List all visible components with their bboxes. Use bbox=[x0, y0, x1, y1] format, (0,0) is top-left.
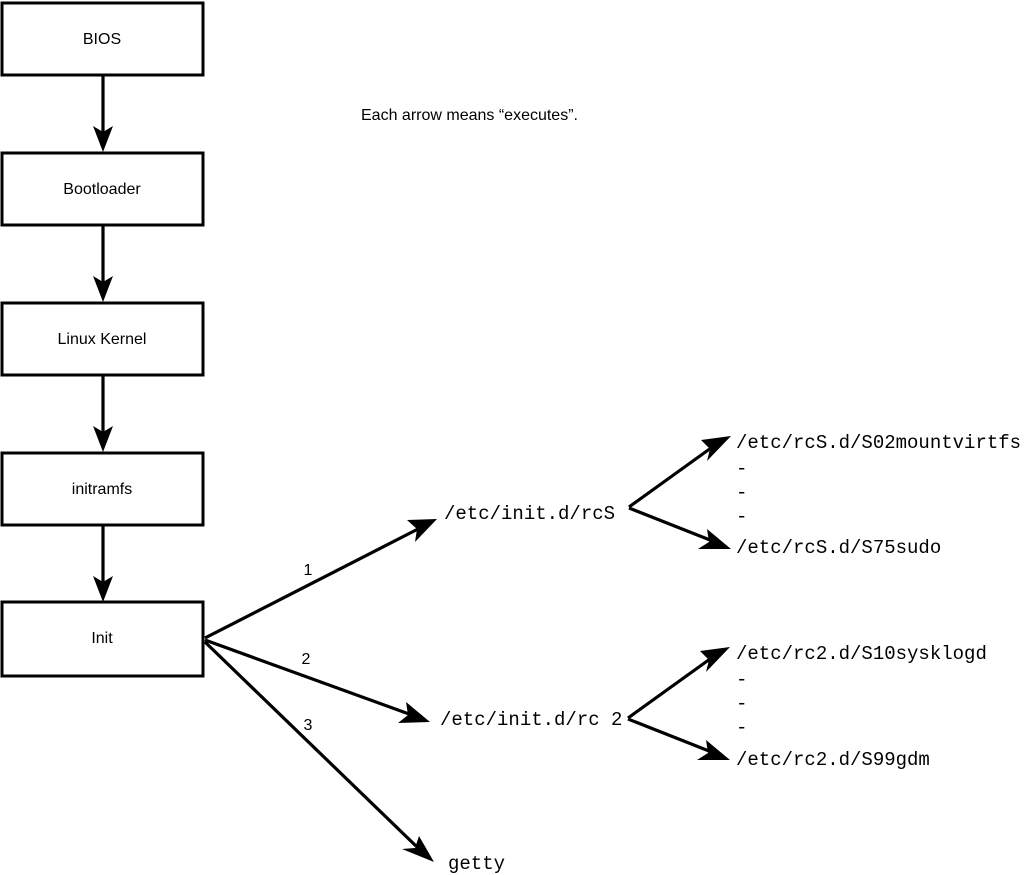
arrowhead-icon bbox=[697, 740, 730, 760]
fanout-rc2 bbox=[627, 647, 730, 760]
arrowhead-icon bbox=[93, 276, 113, 302]
branch-1-init-to-rcs: 1 bbox=[204, 519, 437, 640]
arrowhead-icon bbox=[701, 436, 731, 461]
arrow-kernel-to-initramfs bbox=[93, 375, 113, 452]
rc2-script-label: /etc/init.d/rc 2 bbox=[440, 709, 622, 731]
arrowhead-icon bbox=[698, 529, 731, 549]
branch-2-init-to-rc2: 2 bbox=[204, 638, 430, 723]
rcs-ellipsis-dash-2: - bbox=[736, 482, 747, 504]
node-kernel[interactable]: Linux Kernel bbox=[0, 301, 205, 377]
branch-3-init-to-getty: 3 bbox=[203, 640, 434, 862]
arrowhead-icon bbox=[93, 126, 113, 152]
diagram-caption: Each arrow means “executes”. bbox=[361, 107, 578, 124]
rcs-ellipsis-dash-3: - bbox=[736, 506, 747, 528]
arrowhead-icon bbox=[407, 519, 437, 542]
initramfs-box[interactable] bbox=[0, 451, 205, 527]
getty-label: getty bbox=[448, 853, 505, 875]
node-bios[interactable]: BIOS bbox=[0, 1, 205, 77]
fanout-rcs bbox=[628, 436, 731, 549]
rc2-ellipsis-dash-1: - bbox=[736, 669, 747, 691]
rcs-ellipsis-dash-1: - bbox=[736, 458, 747, 480]
rcs-first-script: /etc/rcS.d/S02mountvirtfs bbox=[736, 432, 1021, 454]
init-box[interactable] bbox=[0, 600, 205, 678]
arrowhead-icon bbox=[398, 702, 430, 723]
bios-label: BIOS bbox=[83, 31, 121, 48]
rcs-script-label: /etc/init.d/rcS bbox=[444, 503, 615, 525]
rc2-ellipsis-dash-2: - bbox=[736, 693, 747, 715]
arrowhead-icon bbox=[93, 426, 113, 452]
arrow-bios-to-bootloader bbox=[93, 75, 113, 152]
rc2-last-script: /etc/rc2.d/S99gdm bbox=[736, 749, 930, 771]
branch-number-2: 2 bbox=[302, 651, 311, 668]
node-init[interactable]: Init bbox=[0, 600, 205, 678]
arrow-bootloader-to-kernel bbox=[93, 225, 113, 302]
rc2-first-script: /etc/rc2.d/S10sysklogd bbox=[736, 643, 987, 665]
rc2-ellipsis-dash-3: - bbox=[736, 717, 747, 739]
initramfs-label: initramfs bbox=[72, 481, 132, 498]
node-initramfs[interactable]: initramfs bbox=[0, 451, 205, 527]
arrow-initramfs-to-init bbox=[93, 525, 113, 602]
bootloader-box[interactable] bbox=[0, 151, 205, 227]
branch-number-1: 1 bbox=[304, 562, 313, 579]
bios-box[interactable] bbox=[0, 1, 205, 77]
branch-number-3: 3 bbox=[304, 717, 313, 734]
arrowhead-icon bbox=[93, 576, 113, 602]
bootloader-label: Bootloader bbox=[63, 181, 141, 198]
init-label: Init bbox=[91, 630, 113, 647]
arrowhead-icon bbox=[700, 647, 730, 672]
node-bootloader[interactable]: Bootloader bbox=[0, 151, 205, 227]
kernel-label: Linux Kernel bbox=[58, 331, 147, 348]
rcs-last-script: /etc/rcS.d/S75sudo bbox=[736, 537, 941, 559]
arrowhead-icon bbox=[402, 836, 434, 862]
